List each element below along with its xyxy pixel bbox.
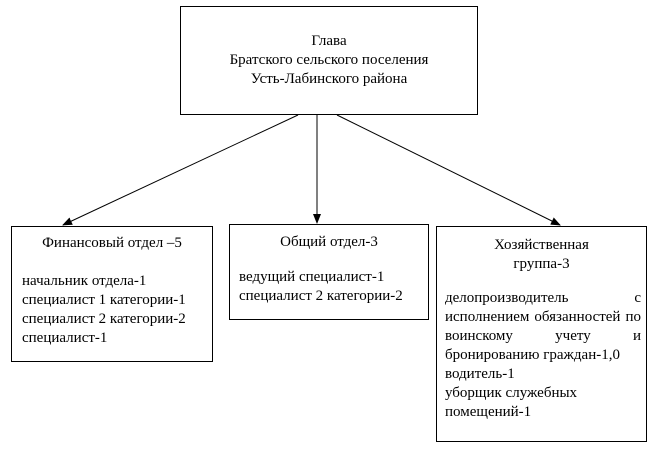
staff-item: делопроизводитель с исполнением обязанно… [445, 290, 641, 363]
staff-item: начальник отдела-1 [22, 273, 147, 289]
economic-group-box: Хозяйственная группа-3 делопроизводитель… [436, 226, 647, 442]
staff-list: начальник отдела-1 специалист 1 категори… [22, 272, 186, 348]
staff-list: ведущий специалист-1 специалист 2 катего… [239, 268, 403, 306]
head-box: Глава Братского сельского поселения Усть… [180, 6, 478, 115]
department-title: Хозяйственная группа-3 [437, 236, 646, 274]
staff-item: помещений-1 [445, 404, 532, 420]
head-title-line: Глава [311, 33, 347, 49]
staff-item: специалист 2 категории-2 [22, 311, 186, 327]
staff-item: специалист-1 [22, 330, 108, 346]
finance-department-box: Финансовый отдел –5 начальник отдела-1 с… [11, 226, 213, 362]
department-title: Общий отдел-3 [280, 234, 378, 250]
department-title: Финансовый отдел –5 [42, 235, 182, 251]
arrow-to-finance-dept [62, 114, 299, 226]
staff-item: уборщик служебных [445, 385, 578, 401]
head-title-line: Братского сельского поселения [229, 52, 429, 68]
staff-item: ведущий специалист-1 [239, 269, 385, 285]
staff-item: специалист 1 категории-1 [22, 292, 186, 308]
arrow-to-economic-group [336, 114, 561, 226]
department-title-line: Хозяйственная [494, 237, 589, 253]
general-department-box: Общий отдел-3 ведущий специалист-1 специ… [229, 224, 429, 320]
staff-list: водитель-1 уборщик служебных помещений-1 [445, 365, 577, 422]
staff-item: водитель-1 [445, 366, 515, 382]
head-title-line: Усть-Лабинского района [250, 71, 408, 87]
staff-item: специалист 2 категории-2 [239, 288, 403, 304]
department-title-line: группа-3 [513, 256, 570, 272]
head-title: Глава Братского сельского поселения Усть… [181, 32, 477, 89]
